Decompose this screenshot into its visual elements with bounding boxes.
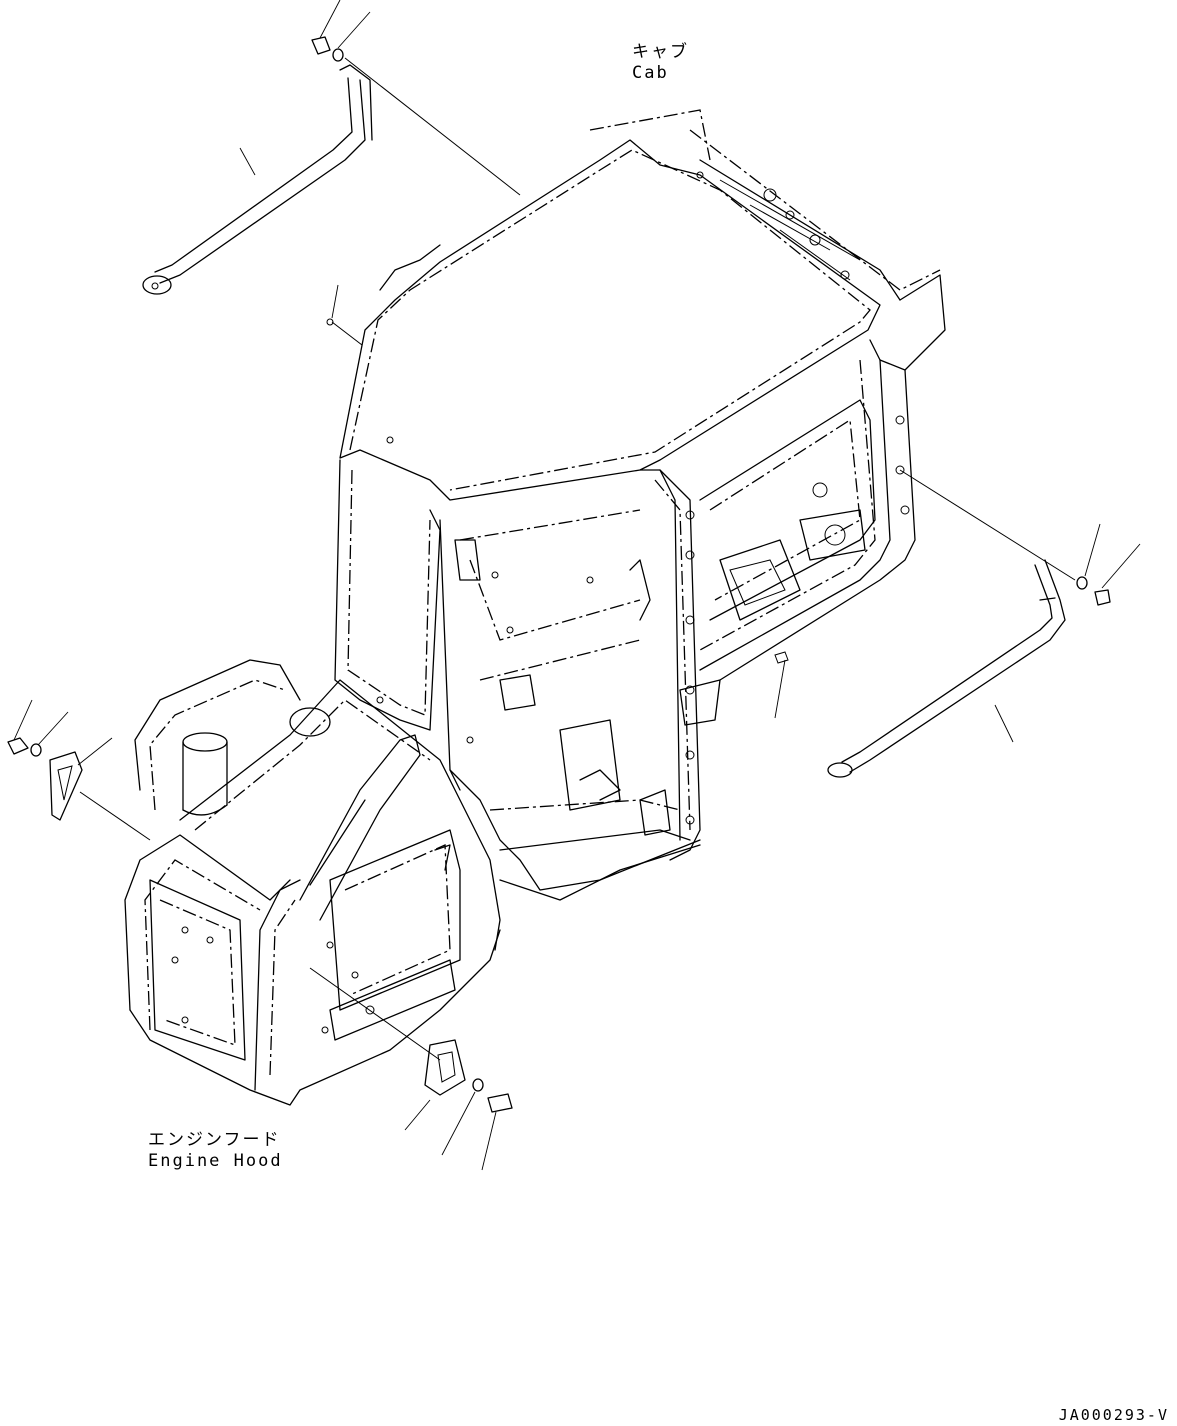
bolts-and-washers [7, 36, 1111, 1113]
cab-label-jp: キャブ [632, 42, 689, 62]
engine-hood-label-en: Engine Hood [148, 1151, 283, 1171]
engine-hood [124, 659, 501, 1106]
engine-hood-label: エンジンフード Engine Hood [148, 1130, 283, 1172]
cab-frame [334, 339, 916, 901]
engine-hood-label-jp: エンジンフード [148, 1130, 281, 1150]
leader-lines [13, 0, 1141, 1171]
drawing-code: JA000293-V [1058, 1406, 1169, 1424]
handrail-right [827, 559, 1066, 778]
cab-label-en: Cab [632, 63, 669, 83]
handrail-left [142, 64, 373, 295]
assembly-lines [79, 57, 1076, 1061]
grab-handle-left [49, 751, 83, 821]
grab-handle-bottom [424, 1039, 466, 1096]
cab-label: キャブ Cab [632, 42, 689, 84]
cab-roof [339, 109, 946, 501]
